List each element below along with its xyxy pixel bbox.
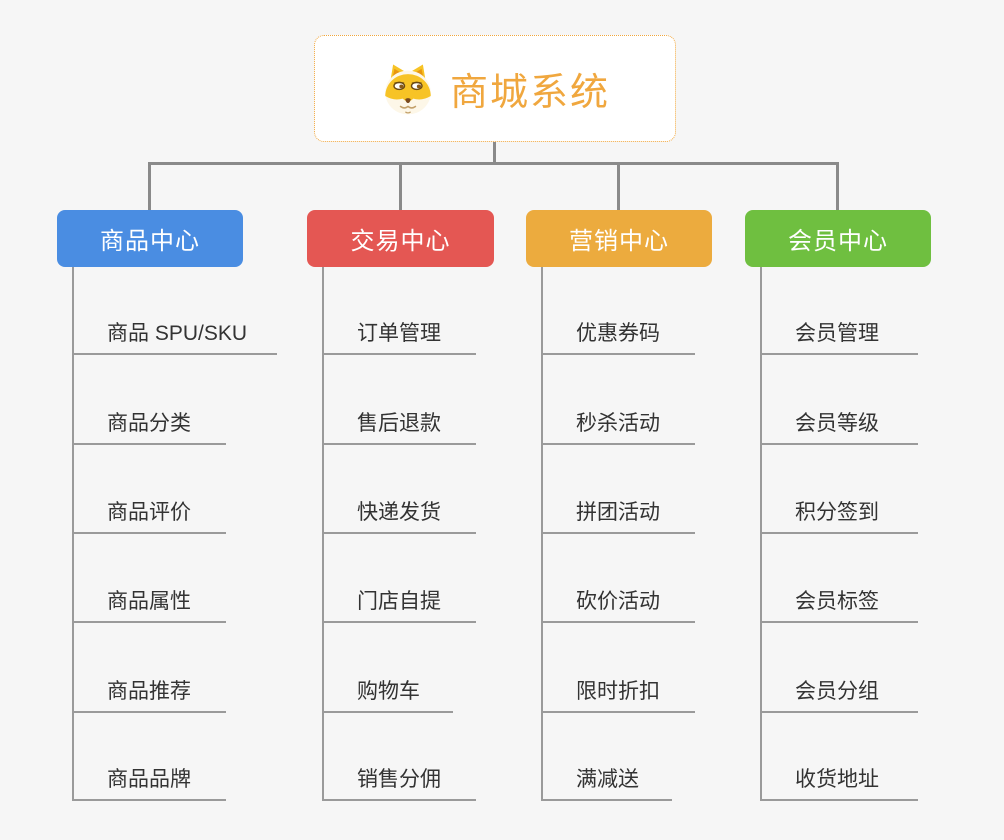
connector-drop-trade [399,162,402,210]
child-node[interactable]: 购物车 [322,673,453,713]
child-node[interactable]: 门店自提 [322,583,476,623]
child-node[interactable]: 订单管理 [322,315,476,355]
branch-label: 商品中心 [100,228,200,255]
connector-drop-products [148,162,151,210]
spine-marketing-center [541,267,543,801]
child-node[interactable]: 商品 SPU/SKU [72,315,277,355]
child-node[interactable]: 商品评价 [72,494,226,534]
child-node[interactable]: 售后退款 [322,405,476,445]
child-node[interactable]: 商品分类 [72,405,226,445]
root-node-mall-system[interactable]: 商城系统 [314,35,676,142]
child-node[interactable]: 会员标签 [760,583,918,623]
branch-label: 营销中心 [569,228,669,255]
child-node[interactable]: 销售分佣 [322,761,476,801]
child-node[interactable]: 秒杀活动 [541,405,695,445]
child-node[interactable]: 商品品牌 [72,761,226,801]
spine-trade-center [322,267,324,801]
branch-node-marketing-center[interactable]: 营销中心 [526,210,712,267]
child-node[interactable]: 积分签到 [760,494,918,534]
branch-node-member-center[interactable]: 会员中心 [745,210,931,267]
child-node[interactable]: 会员等级 [760,405,918,445]
child-node[interactable]: 拼团活动 [541,494,695,534]
child-node[interactable]: 会员分组 [760,673,918,713]
connector-root-drop [493,142,496,164]
branch-node-trade-center[interactable]: 交易中心 [307,210,494,267]
child-node[interactable]: 商品属性 [72,583,226,623]
branch-label: 交易中心 [350,228,451,255]
connector-drop-marketing [617,162,620,210]
shiba-dog-icon [385,64,431,114]
child-node[interactable]: 满减送 [541,761,672,801]
connector-drop-members [836,162,839,210]
child-node[interactable]: 收货地址 [760,761,918,801]
child-node[interactable]: 限时折扣 [541,673,695,713]
child-node[interactable]: 快递发货 [322,494,476,534]
spine-member-center [760,267,762,801]
spine-product-center [72,267,74,801]
child-node[interactable]: 优惠券码 [541,315,695,355]
connector-bus [148,162,839,165]
child-node[interactable]: 砍价活动 [541,583,695,623]
child-node[interactable]: 商品推荐 [72,673,226,713]
branch-node-product-center[interactable]: 商品中心 [57,210,243,267]
root-title: 商城系统 [449,72,610,114]
child-node[interactable]: 会员管理 [760,315,918,355]
branch-label: 会员中心 [788,228,888,255]
